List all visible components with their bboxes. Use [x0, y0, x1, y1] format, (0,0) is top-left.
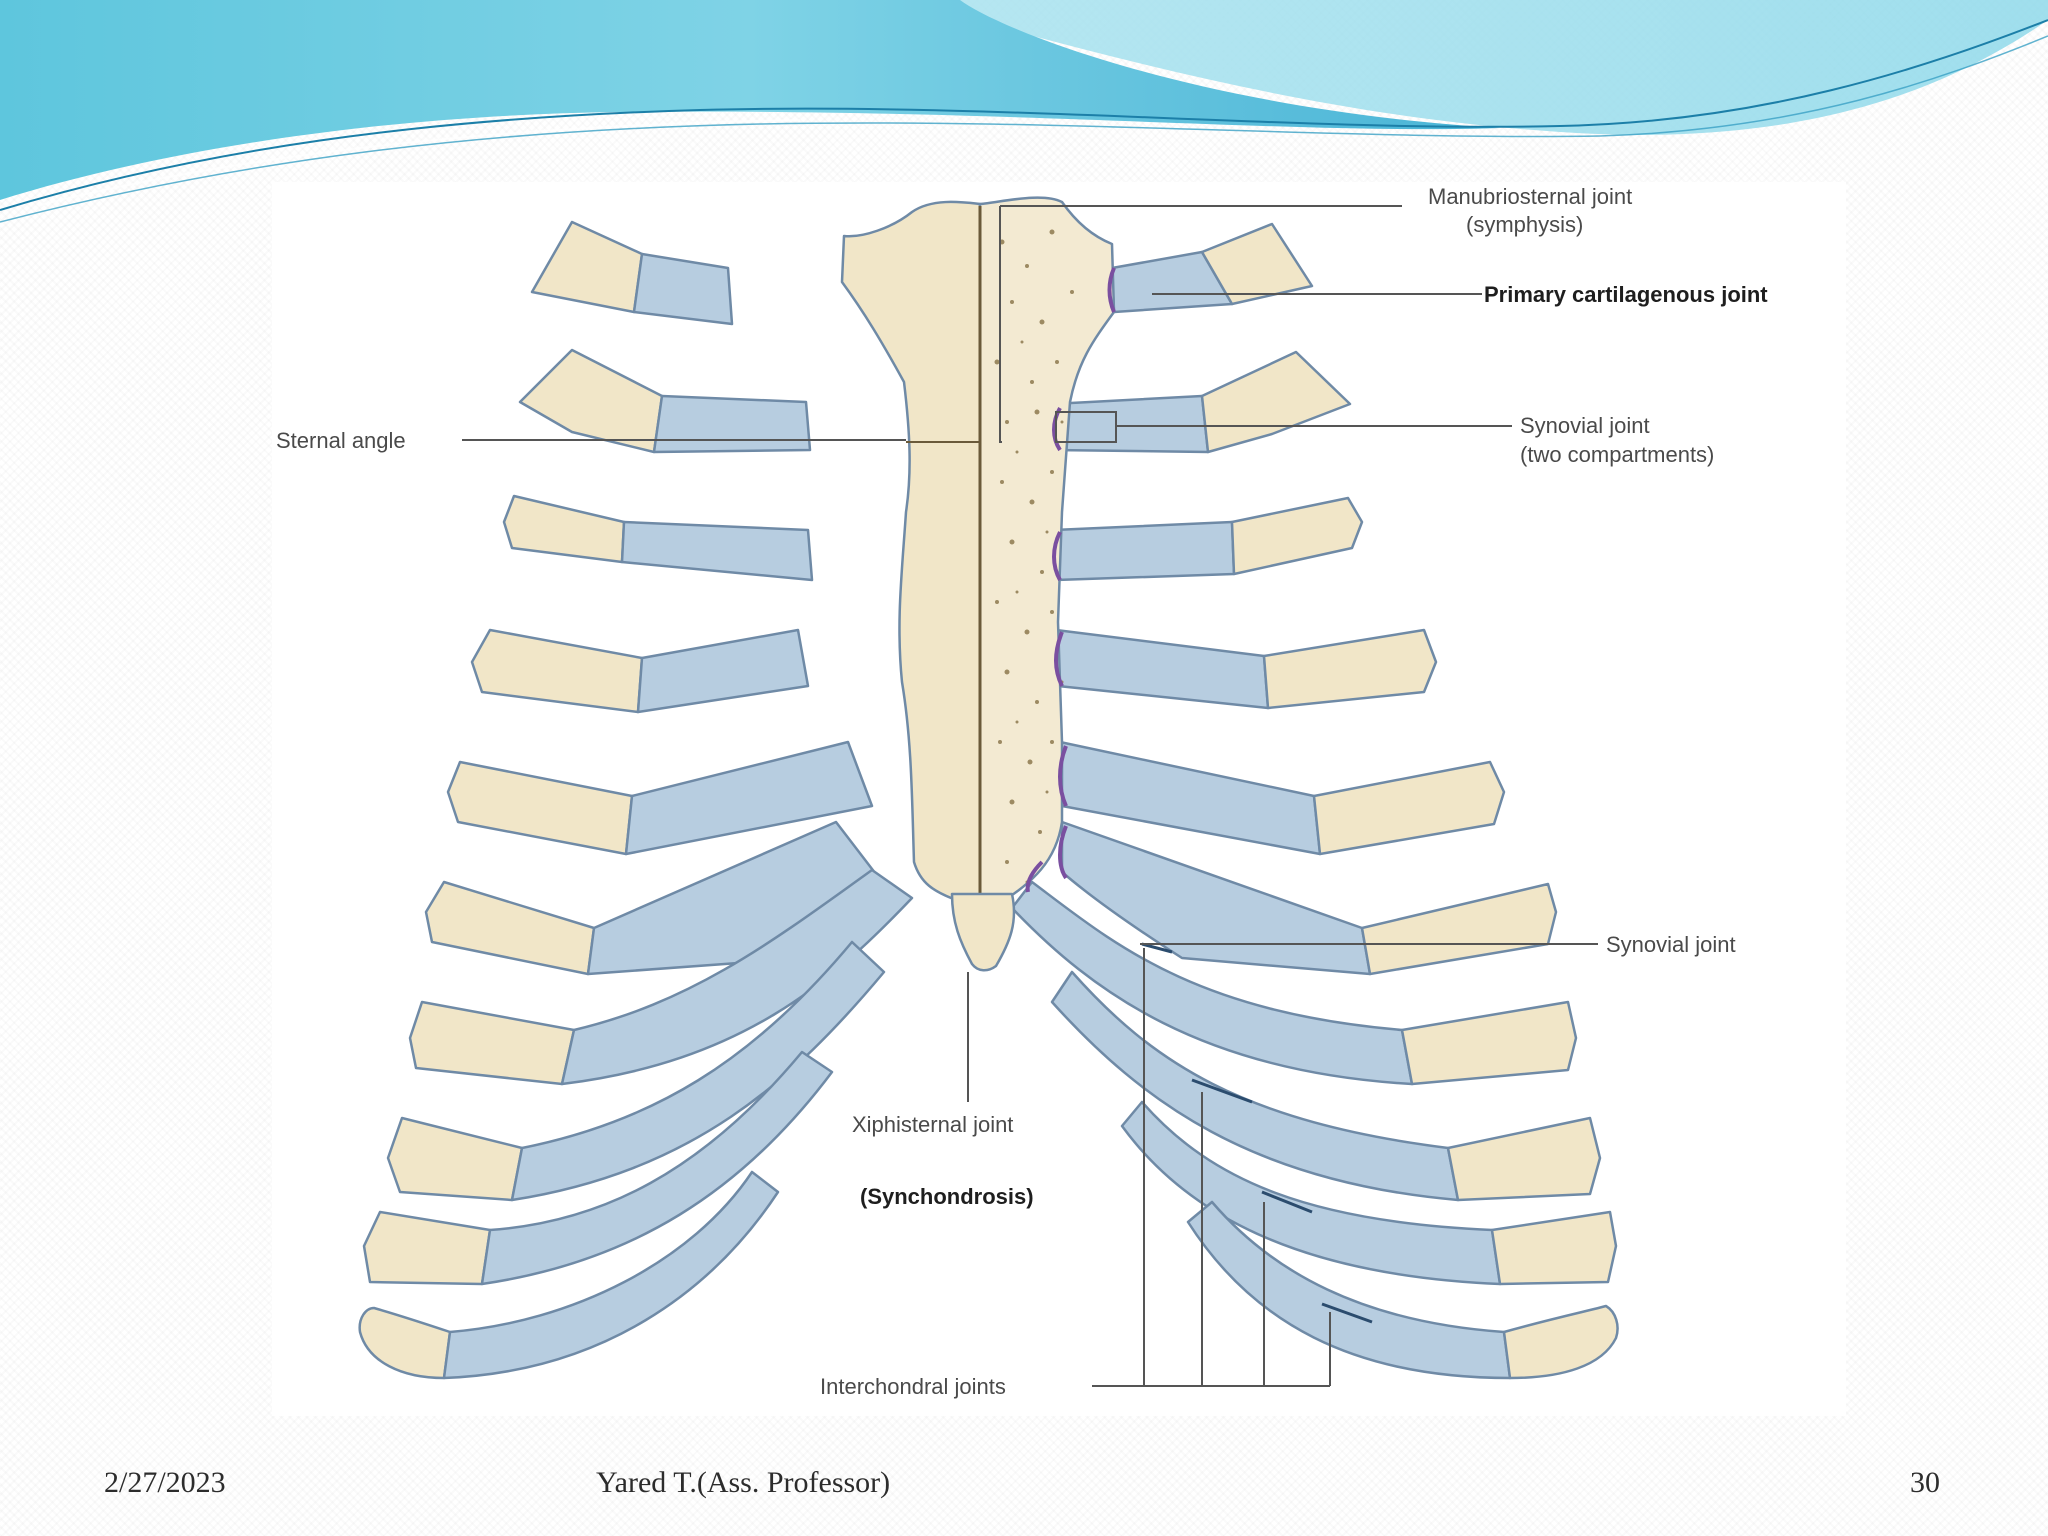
primary-cartilaginous-joint-label: Primary cartilagenous joint: [1484, 282, 1768, 307]
manubriosternal-joint-sublabel: (symphysis): [1466, 212, 1584, 237]
footer-author: Yared T.(Ass. Professor): [596, 1466, 891, 1499]
rib-cage-illustration: [358, 196, 1619, 1387]
xiphoid-process: [950, 892, 1016, 972]
sternum-left-half: [840, 200, 982, 904]
synovial-joint-label: Synovial joint: [1606, 932, 1736, 957]
sternum: [840, 196, 1116, 972]
manubriosternal-joint-label: Manubriosternal joint: [1428, 184, 1633, 209]
synovial-joint-two-compartments-label: Synovial joint: [1520, 413, 1650, 438]
footer-page-number: 30: [1910, 1466, 1940, 1499]
spongy-bone-texture: [994, 229, 1074, 884]
joint-highlights: [1025, 267, 1116, 893]
interchondral-joint-marks: [1141, 942, 1373, 1324]
leader-lines: [462, 205, 1598, 1387]
synchondrosis-label: (Synchondrosis): [860, 1184, 1034, 1209]
sternal-angle-label: Sternal angle: [276, 428, 406, 453]
xiphisternal-joint-label: Xiphisternal joint: [852, 1112, 1014, 1137]
left-cartilages: [442, 252, 914, 1380]
synovial-joint-two-compartments-sublabel: (two compartments): [1520, 442, 1715, 467]
thorax-joints-figure: Manubriosternal joint (symphysis) Primar…: [272, 182, 1846, 1416]
interchondral-joints-label: Interchondral joints: [820, 1374, 1006, 1399]
sternum-right-half: [978, 196, 1116, 904]
footer-date: 2/27/2023: [104, 1466, 226, 1499]
header-wave-decoration: [0, 0, 2048, 223]
right-cartilages: [1010, 250, 1512, 1380]
